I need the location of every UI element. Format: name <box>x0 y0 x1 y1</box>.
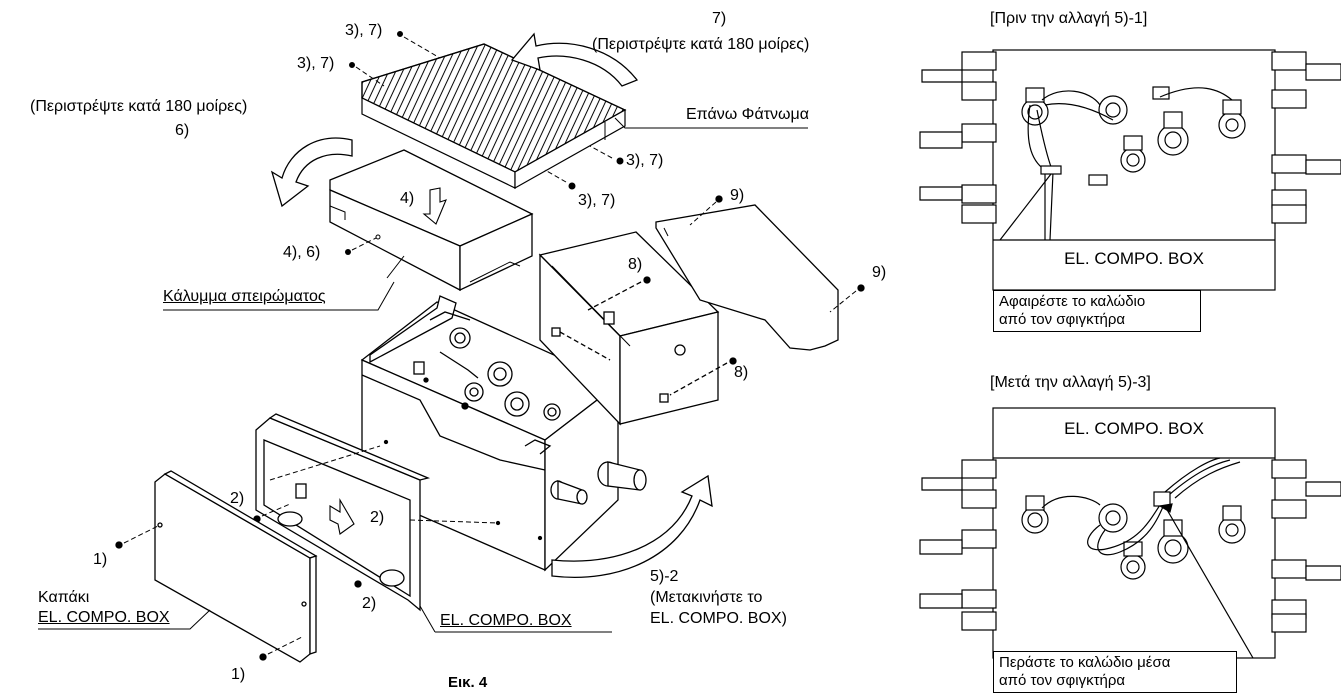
before-note-line2: από τον σφιγκτήρα <box>999 311 1126 328</box>
screw-label-2-c: 2) <box>362 595 377 612</box>
screw-label-2-a: 2) <box>230 490 245 507</box>
move-box-label-line2: EL. COMPO. BOX) <box>650 610 787 627</box>
move-arrow <box>551 474 713 578</box>
main-unit <box>360 295 647 572</box>
after-box-label: EL. COMPO. BOX <box>1064 419 1204 438</box>
rotate-arrow-top <box>510 32 639 87</box>
thread-cover <box>329 149 534 292</box>
screw-label-3-7-b: 3), 7) <box>297 55 335 72</box>
after-diagram <box>919 407 1341 659</box>
move-box-label-line1: (Μετακινήστε το <box>650 589 763 606</box>
rotate-arrow-left <box>270 137 353 208</box>
screw-label-9-a: 9) <box>730 187 745 204</box>
step-7-label: 7) <box>712 10 727 27</box>
rotate-180-label-top: (Περιστρέψτε κατά 180 μοίρες) <box>592 36 810 53</box>
screw-label-9-b: 9) <box>872 264 887 281</box>
lid <box>115 470 318 663</box>
upper-casing-label: Επάνω Φάτνωμα <box>686 106 809 123</box>
screw-label-2-b: 2) <box>370 509 385 526</box>
rear-panel <box>655 195 865 351</box>
lid-label-line2: EL. COMPO. BOX <box>38 609 170 626</box>
after-title: [Μετά την αλλαγή 5)-3] <box>990 374 1151 391</box>
el-compo-box-label: EL. COMPO. BOX <box>440 612 572 629</box>
screw-label-8-a: 8) <box>628 256 643 273</box>
screw-label-4-6: 4), 6) <box>283 244 321 261</box>
before-note-line1: Αφαιρέστε το καλώδιο <box>999 293 1146 310</box>
before-title: [Πριν την αλλαγή 5)-1] <box>990 10 1148 27</box>
screw-label-1-a: 1) <box>93 551 108 568</box>
step-4-label: 4) <box>400 190 415 207</box>
figure-caption: Εικ. 4 <box>448 674 488 691</box>
step-5-2-label: 5)-2 <box>650 568 679 585</box>
screw-label-8-b: 8) <box>734 364 749 381</box>
thread-cover-label: Κάλυμμα σπειρώματος <box>163 288 326 305</box>
after-note-line2: από τον σφιγκτήρα <box>999 672 1126 689</box>
lid-label-line1: Καπάκι <box>38 589 90 606</box>
before-diagram <box>919 49 1341 291</box>
rotate-180-label-left: (Περιστρέψτε κατά 180 μοίρες) <box>30 98 248 115</box>
step-6-label: 6) <box>175 122 190 139</box>
screw-label-3-7-d: 3), 7) <box>578 192 616 209</box>
after-note-line1: Περάστε το καλώδιο μέσα <box>999 654 1171 671</box>
after-note: Περάστε το καλώδιο μέσα από τον σφιγκτήρ… <box>993 651 1237 693</box>
screw-label-1-b: 1) <box>231 666 246 683</box>
before-box-label: EL. COMPO. BOX <box>1064 249 1204 268</box>
leader-lines <box>38 117 808 633</box>
screw-label-3-7-c: 3), 7) <box>626 152 664 169</box>
right-side-panel <box>538 231 737 426</box>
upper-casing-screws <box>349 31 624 190</box>
screw-label-3-7-a: 3), 7) <box>345 22 383 39</box>
upper-casing <box>361 43 627 190</box>
front-frame <box>253 413 499 612</box>
before-note: Αφαιρέστε το καλώδιο από τον σφιγκτήρα <box>993 290 1201 332</box>
